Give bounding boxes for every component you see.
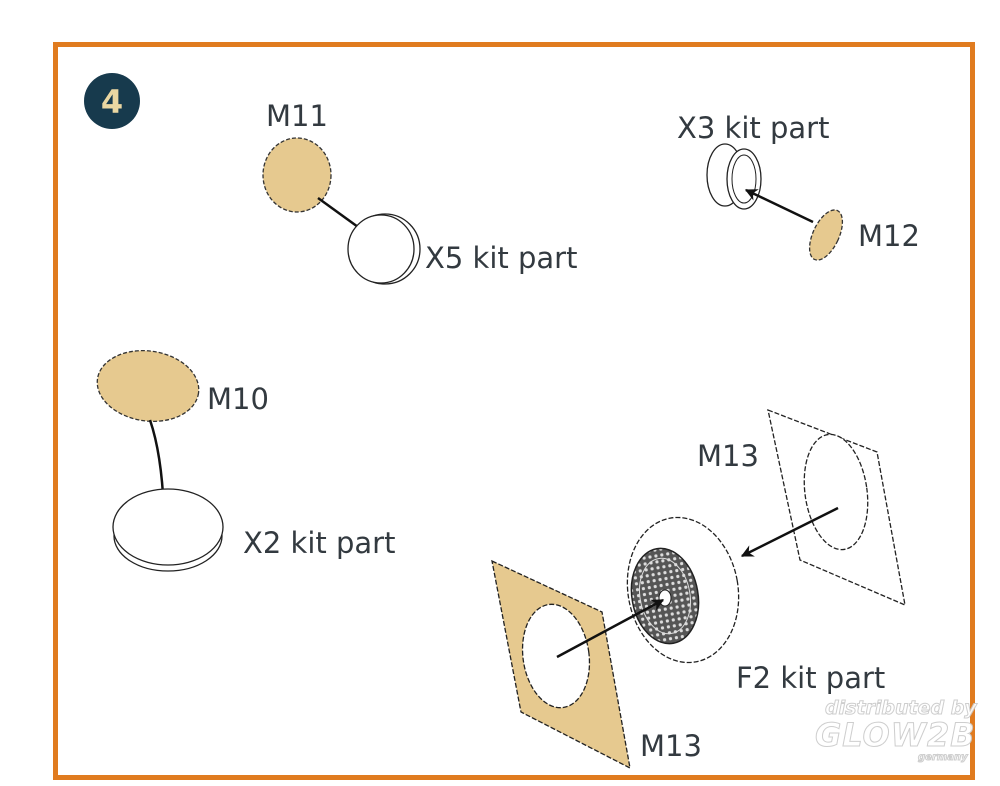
step-frame — [53, 42, 975, 780]
label-m13-top: M13 — [697, 439, 759, 473]
m10-mask — [96, 349, 200, 423]
m11-mask — [262, 137, 332, 213]
arrow-m13-top — [740, 506, 839, 558]
x3-kit-part — [706, 143, 762, 210]
arrow-m13-bottom — [556, 598, 665, 659]
watermark-line3: germany — [918, 752, 968, 763]
label-m13-bottom: M13 — [640, 729, 702, 763]
label-x2: X2 kit part — [243, 526, 395, 560]
distributor-watermark: distributed by GLOW2B germany — [815, 697, 979, 764]
watermark-line2: GLOW2B — [815, 716, 976, 754]
f2-wheel-kit-part — [626, 516, 740, 664]
watermark-line1: distributed by — [825, 697, 978, 719]
x5-kit-part — [347, 213, 421, 285]
label-m10: M10 — [207, 382, 269, 416]
m12-mask — [808, 209, 844, 261]
label-m11: M11 — [266, 99, 328, 133]
label-x3: X3 kit part — [677, 111, 829, 145]
arrow-m12 — [744, 188, 814, 224]
label-f2: F2 kit part — [736, 661, 885, 695]
label-m12: M12 — [858, 219, 920, 253]
label-x5: X5 kit part — [425, 241, 577, 275]
step-badge: 4 — [84, 73, 140, 129]
x2-kit-part — [112, 488, 224, 572]
m13-inner-mask — [491, 559, 631, 770]
step-number: 4 — [101, 83, 123, 121]
